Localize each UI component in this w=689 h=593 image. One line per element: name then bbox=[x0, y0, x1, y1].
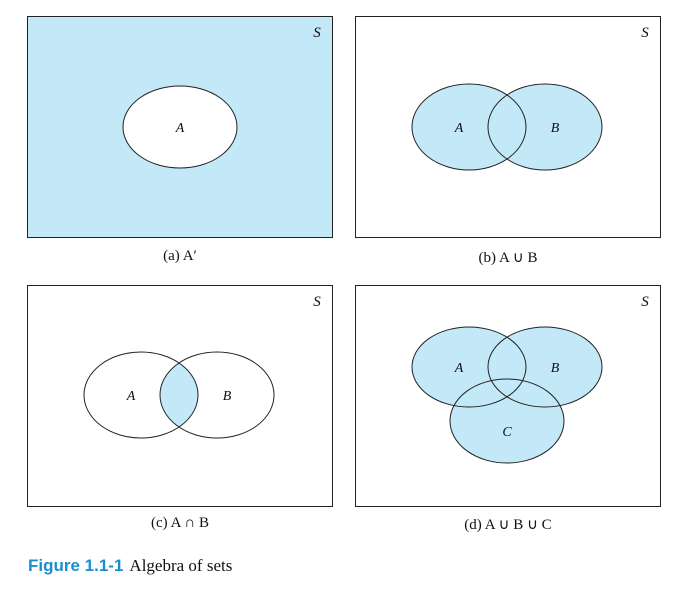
panel-b-caption: (b) A ∪ B bbox=[478, 250, 538, 266]
set-a-label: A bbox=[454, 361, 464, 376]
panel-d-caption: (d) A ∪ B ∪ C bbox=[464, 517, 552, 533]
set-a-label: A bbox=[126, 389, 136, 404]
set-b-label: B bbox=[551, 361, 560, 376]
venn-diagram-d: A B C S bbox=[355, 285, 661, 507]
panel-a-caption: (a) A′ bbox=[163, 248, 197, 264]
set-c-label: C bbox=[502, 425, 512, 440]
set-a-label: A bbox=[454, 121, 464, 136]
set-b-ellipse bbox=[159, 351, 275, 439]
set-b-fill bbox=[488, 84, 602, 170]
venn-diagram-b: A B S bbox=[355, 16, 661, 238]
universe-label: S bbox=[641, 25, 649, 41]
set-c-fill bbox=[450, 379, 564, 463]
set-c-ellipse bbox=[449, 378, 565, 464]
set-b-label: B bbox=[223, 389, 232, 404]
panel-b-union: A B S bbox=[355, 16, 661, 238]
panel-c-caption: (c) A ∩ B bbox=[151, 515, 209, 531]
figure-label: Figure 1.1-1 bbox=[28, 556, 124, 575]
venn-diagram-c: A B S bbox=[27, 285, 333, 507]
set-a-ellipse bbox=[411, 326, 527, 408]
set-b-ellipse bbox=[487, 326, 603, 408]
set-a-ellipse bbox=[122, 85, 238, 169]
set-b-ellipse bbox=[487, 83, 603, 171]
panel-d-triple-union: A B C S bbox=[355, 285, 661, 507]
set-a-ellipse bbox=[83, 351, 199, 439]
set-b-label: B bbox=[551, 121, 560, 136]
set-a-ellipse bbox=[411, 83, 527, 171]
venn-diagram-a: A S bbox=[27, 16, 333, 238]
panel-c-intersection: A B S bbox=[27, 285, 333, 507]
universe-label: S bbox=[641, 294, 649, 310]
intersection-fill bbox=[160, 352, 198, 438]
universe-label: S bbox=[313, 25, 321, 41]
set-a-label: A bbox=[175, 121, 185, 136]
universe-label: S bbox=[313, 294, 321, 310]
figure-caption: Figure 1.1-1 Algebra of sets bbox=[28, 556, 232, 576]
figure-title: Algebra of sets bbox=[129, 556, 233, 575]
panel-a-complement: A S bbox=[27, 16, 333, 238]
